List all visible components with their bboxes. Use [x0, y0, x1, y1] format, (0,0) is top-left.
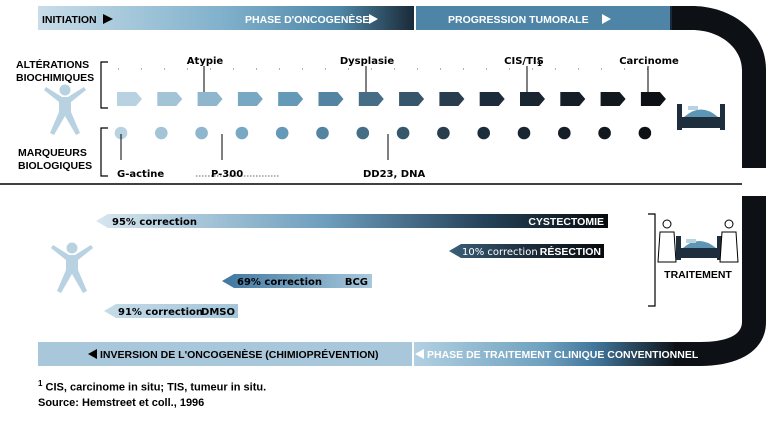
row-label-marqueurs-1: MARQUEURS	[18, 147, 87, 159]
phase-oncogenese-label: PHASE D'ONCOGENÈSE	[245, 13, 369, 26]
treatment-name-bcg: BCG	[345, 277, 368, 288]
footnote: 1 CIS, carcinome in situ; TIS, tumeur in…	[38, 376, 266, 411]
stage-chevron	[600, 92, 626, 106]
chevron-row	[117, 92, 666, 106]
doctor-icon	[657, 219, 677, 263]
footnote-source: Source: Hemstreet et coll., 1996	[38, 396, 205, 409]
marker-dot	[114, 126, 128, 140]
marker-dot	[195, 126, 208, 140]
marker-label-g-actine: G-actine	[117, 169, 164, 180]
stage-chevron	[318, 92, 344, 106]
doctor-icon	[719, 219, 739, 263]
treatment-correction-bcg: 69% correction	[237, 277, 322, 288]
marker-label-p300: P-300	[211, 169, 243, 180]
phase-banner-oncogenese	[38, 6, 414, 30]
marker-label-dd23: DD23, DNA	[363, 169, 425, 180]
stage-chevron	[358, 92, 384, 106]
footnote-line-1: 1 CIS, carcinome in situ; TIS, tumeur in…	[38, 376, 266, 396]
stage-label-cis-footnote-marker: 1	[537, 60, 542, 68]
phase-progression-label: PROGRESSION TUMORALE	[448, 14, 589, 26]
stage-chevron	[278, 92, 304, 106]
stage-chevron	[157, 92, 183, 106]
stage-label-cis: CIS/TIS	[504, 56, 544, 67]
stage-label-atypie: Atypie	[187, 56, 224, 67]
stage-chevron	[439, 92, 465, 106]
marker-dot	[517, 126, 531, 140]
bracket-marqueurs	[100, 127, 108, 177]
treatment-arrow-dmso	[104, 304, 238, 318]
treatment-correction-cystectomie: 95% correction	[112, 217, 197, 228]
marker-dot	[275, 126, 289, 140]
bracket-traitement	[648, 213, 656, 307]
hospital-bed-icon	[676, 236, 722, 260]
phase-banner-progression	[416, 6, 672, 30]
row-label-alterations-1: ALTÉRATIONS	[16, 58, 89, 71]
phase-connector-curve-bottom	[672, 196, 766, 366]
phase-inversion-label: INVERSION DE L'ONCOGENÈSE (CHIMIOPRÉVENT…	[100, 348, 378, 361]
down-arrow-icon	[747, 186, 761, 196]
treatment-correction-dmso: 91% correction	[118, 307, 203, 318]
treatment-arrow-resection	[449, 244, 604, 258]
treatment-correction-resection: 10% correction	[462, 247, 538, 258]
treatment-name-cystectomie: CYSTECTOMIE	[528, 216, 604, 228]
marker-dot	[235, 126, 249, 140]
phase-initiation-label: INITIATION	[42, 14, 97, 26]
footnote-text: CIS, carcinome in situ; TIS, tumeur in s…	[45, 381, 267, 394]
stage-chevron	[117, 92, 142, 106]
phase-connector-curve	[672, 6, 766, 168]
marker-dot-row	[114, 126, 652, 140]
treatment-name-resection: RÉSECTION	[540, 245, 601, 258]
marker-dot	[638, 126, 652, 140]
stage-label-carcinome: Carcinome	[619, 56, 679, 67]
treatment-arrow-bcg	[222, 274, 372, 288]
human-figure-icon	[44, 84, 86, 135]
row-label-marqueurs-2: BIOLOGIQUES	[18, 160, 92, 172]
marker-dot	[598, 126, 611, 140]
treatment-name-dmso: DMSO	[201, 307, 235, 318]
phase-banner-traitement	[414, 342, 674, 366]
phase-traitement-label: PHASE DE TRAITEMENT CLINIQUE CONVENTIONN…	[427, 349, 699, 361]
marker-dot	[155, 126, 168, 140]
stage-label-dysplasie: Dysplasie	[340, 56, 394, 67]
play-icon	[369, 14, 378, 24]
play-icon	[602, 14, 611, 24]
bracket-alterations	[100, 61, 108, 109]
traitement-label: TRAITEMENT	[664, 269, 732, 281]
stage-chevron	[479, 92, 505, 106]
marker-dot	[316, 126, 329, 140]
stage-chevron	[640, 92, 666, 106]
stage-chevron	[399, 92, 425, 106]
marker-dot	[558, 126, 571, 140]
marker-dot	[437, 126, 450, 140]
reverse-play-icon	[88, 349, 97, 359]
marker-dot	[396, 126, 410, 140]
treatment-arrow-cystectomie	[96, 214, 608, 228]
reverse-play-icon	[415, 349, 424, 359]
phase-banner-inversion	[38, 342, 412, 366]
marker-dot	[356, 126, 370, 140]
play-icon	[103, 14, 113, 24]
stage-chevron	[560, 92, 586, 106]
marker-dot	[477, 126, 491, 140]
hospital-bed-icon	[677, 104, 725, 130]
human-figure-icon	[51, 242, 93, 293]
stage-chevron	[520, 92, 545, 106]
stage-chevron	[197, 92, 223, 106]
row-label-alterations-2: BIOCHIMIQUES	[16, 72, 94, 84]
stage-chevron	[237, 92, 263, 106]
footnote-marker: 1	[38, 379, 43, 388]
